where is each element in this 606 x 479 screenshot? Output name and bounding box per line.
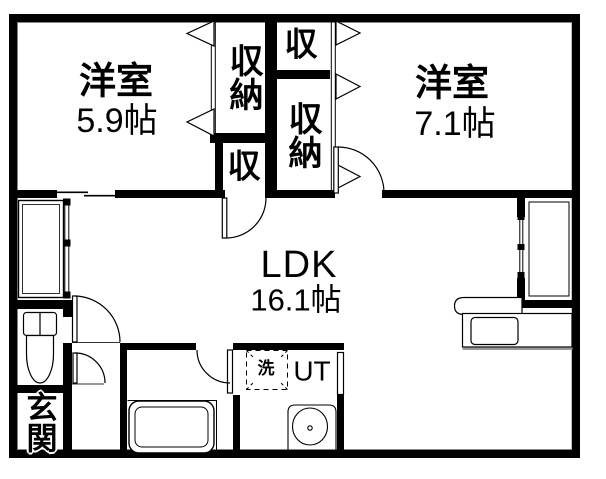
wall-main-seg3 xyxy=(265,190,335,198)
wall-pantry-bottom xyxy=(517,300,572,308)
wall-closet-small-left xyxy=(215,143,223,190)
wall-closet-right-divider xyxy=(277,70,330,79)
wall-main-seg2 xyxy=(115,190,225,198)
washing-machine-corner3 xyxy=(246,381,255,390)
washing-machine-box xyxy=(246,350,288,390)
folding-door-triangle1 xyxy=(185,20,215,47)
door-arc-hall xyxy=(74,295,121,343)
wall-bath-ut-divider xyxy=(233,395,240,450)
wall-pantry-left-bottom xyxy=(517,278,525,308)
pantry-slide-tick1 xyxy=(517,214,525,220)
label-ldk-size: 16.1帖 xyxy=(250,282,342,318)
wall-entrance-top xyxy=(9,385,72,393)
wall-ut-right xyxy=(337,395,344,450)
wall-closet-left-divider xyxy=(210,133,277,143)
hinged-doors xyxy=(71,146,385,396)
kitchen-sink xyxy=(470,316,519,346)
kitchen-counter-shadow xyxy=(462,347,573,350)
label-western1-name: 洋室 xyxy=(79,60,153,102)
door-arc-wc xyxy=(74,352,106,384)
ldk-closet-box xyxy=(17,199,65,299)
washing-machine-corner4 xyxy=(279,381,288,390)
door-arc-closet-small xyxy=(225,197,267,239)
wall-outer-bottom xyxy=(9,450,580,458)
ldk-closet-door-tick3 xyxy=(63,291,71,299)
label-western1-size: 5.9帖 xyxy=(76,102,158,141)
label-western2-name: 洋室 xyxy=(415,62,489,104)
label-closet-small-left: 収 xyxy=(227,147,261,185)
door-leaf-closet-small xyxy=(221,197,228,239)
wash-basin xyxy=(287,404,337,450)
door-leaf-utility xyxy=(336,351,345,396)
door-arc-bathroom xyxy=(196,349,231,384)
sliding-door-bedroom1 xyxy=(57,191,115,197)
label-closet-main-left: 収納 xyxy=(224,43,262,111)
toilet xyxy=(22,311,58,384)
ldk-closet xyxy=(17,198,71,299)
ldk-closet-door-tick2 xyxy=(63,239,71,247)
label-utility: UT xyxy=(293,355,331,387)
wall-bath-left xyxy=(120,350,127,450)
wash-basin-counter xyxy=(287,404,337,450)
folding-door-right-closet xyxy=(330,20,362,190)
label-ldk-name: LDK xyxy=(260,244,338,287)
wall-pantry-left-top xyxy=(517,198,525,217)
door-leaf-wc xyxy=(72,352,78,384)
wall-wc-top xyxy=(9,300,63,309)
wall-ut-top xyxy=(233,343,344,350)
wall-wc-right-upper xyxy=(63,300,72,317)
wall-outer-top xyxy=(9,14,580,22)
folding-door-triangle3 xyxy=(335,20,362,46)
wall-outer-right xyxy=(572,14,580,458)
label-washer: 洗 xyxy=(257,359,275,379)
bathtub-inner xyxy=(134,406,209,448)
folding-door-left-closet xyxy=(185,20,216,137)
washing-machine-corner2 xyxy=(279,350,288,359)
pantry-slide-tick3 xyxy=(517,272,525,278)
bathtub xyxy=(127,400,217,454)
door-leaf-bathroom xyxy=(226,349,234,394)
kitchen-counter xyxy=(453,296,573,350)
pantry xyxy=(517,201,570,297)
wall-wc-right-lower xyxy=(63,343,72,450)
folding-door-triangle2 xyxy=(185,108,215,137)
label-entrance: 玄関 xyxy=(21,391,57,453)
label-closet-small-right: 収 xyxy=(284,25,318,63)
kitchen-counter-end xyxy=(453,296,523,316)
wash-basin-drain xyxy=(307,425,313,431)
wall-bath-top-left xyxy=(120,343,196,350)
pantry-slide-tick2 xyxy=(517,244,525,250)
wall-outer-left xyxy=(9,14,17,458)
door-leaf-bedroom2 xyxy=(333,146,339,194)
washing-machine-outline xyxy=(246,350,288,390)
wall-main-seg4 xyxy=(382,190,572,198)
wall-closet-center xyxy=(265,22,277,190)
wall-main-seg1 xyxy=(17,190,57,198)
label-western2-size: 7.1帖 xyxy=(414,105,496,144)
toilet-bowl xyxy=(25,334,55,384)
label-closet-main-right: 収納 xyxy=(283,101,321,169)
door-arc-bedroom2 xyxy=(337,146,385,194)
folding-door-triangle4 xyxy=(335,73,362,100)
ldk-closet-inner xyxy=(22,204,60,294)
folding-door-triangle5 xyxy=(335,163,362,190)
door-leaf-hall xyxy=(71,295,78,343)
washing-machine-corner1 xyxy=(246,350,255,359)
ldk-closet-door-tick1 xyxy=(63,198,71,206)
thresholds xyxy=(72,342,120,385)
pantry-inner-outline xyxy=(528,201,570,297)
walls xyxy=(9,14,580,458)
